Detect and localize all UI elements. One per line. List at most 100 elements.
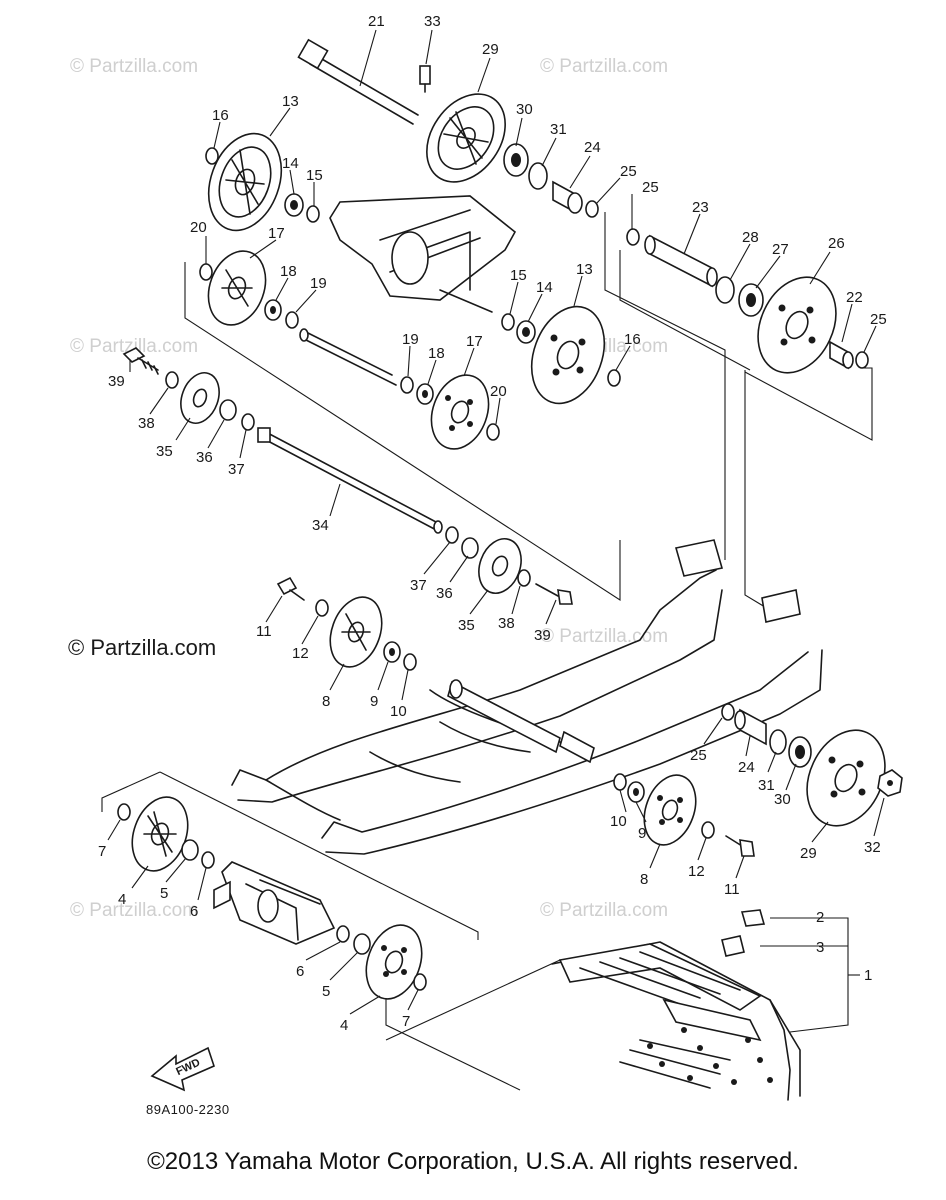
callout-5: 5 <box>160 885 168 902</box>
bearing-14-left <box>284 193 304 217</box>
washer-25-lower <box>721 703 735 721</box>
bolt-11-upper <box>276 576 305 601</box>
wheel-17-right <box>430 374 490 450</box>
callout-13: 13 <box>576 261 593 278</box>
diagram-code: 89A100-2230 <box>146 1102 230 1117</box>
wheel-13-left <box>207 132 283 232</box>
clip-37-left <box>241 413 255 431</box>
callout-23: 23 <box>692 199 709 216</box>
clip-15-right <box>501 313 515 331</box>
clip-20-right <box>486 423 500 441</box>
clip-6-left <box>201 851 215 869</box>
callout-38: 38 <box>498 615 515 632</box>
callout-18: 18 <box>428 345 445 362</box>
callout-28: 28 <box>742 229 759 246</box>
callout-30: 30 <box>516 101 533 118</box>
callout-numbers: 21 33 29 30 31 24 25 25 23 28 27 26 22 2… <box>98 13 887 1034</box>
washer-12-upper <box>315 599 329 617</box>
bolt-39-right <box>535 583 573 605</box>
callout-20: 20 <box>490 383 507 400</box>
nut-32 <box>877 769 903 797</box>
callout-25: 25 <box>690 747 707 764</box>
wheel-26 <box>757 276 837 374</box>
clip-20-left <box>199 263 213 281</box>
clip-16-right <box>607 369 621 387</box>
collar-31-lower <box>769 729 787 755</box>
wheel-17-left <box>207 250 267 326</box>
washer-25-b <box>855 351 869 369</box>
callout-34: 34 <box>312 517 329 534</box>
callout-7: 7 <box>98 843 106 860</box>
clip-37-right <box>445 526 459 544</box>
callout-19: 19 <box>402 331 419 348</box>
bearing-5-left <box>181 839 199 861</box>
bearing-36-left <box>219 399 237 421</box>
callout-36: 36 <box>196 449 213 466</box>
callout-31: 31 <box>758 777 775 794</box>
callout-16: 16 <box>624 331 641 348</box>
reference-lines <box>101 212 873 1091</box>
callout-17: 17 <box>466 333 483 350</box>
callout-11: 11 <box>724 881 740 898</box>
callout-14: 14 <box>282 155 299 172</box>
callout-9: 9 <box>370 693 378 710</box>
bearing-36-right <box>461 537 479 559</box>
wheel-29-lower <box>806 729 886 827</box>
callout-37: 37 <box>228 461 245 478</box>
callout-30: 30 <box>774 791 791 808</box>
watermark: © Partzilla.com <box>70 56 198 77</box>
callout-12: 12 <box>292 645 309 662</box>
clip-19-right <box>400 376 414 394</box>
callout-18: 18 <box>280 263 297 280</box>
wheel-8-lower <box>643 774 697 846</box>
bolt-33 <box>419 65 431 93</box>
callout-25: 25 <box>620 163 637 180</box>
callout-8: 8 <box>640 871 648 888</box>
bearing-9-upper <box>383 641 401 663</box>
wheel-29 <box>426 93 506 183</box>
callout-6: 6 <box>296 963 304 980</box>
wheel-4-right <box>365 924 423 1000</box>
clip-10-lower <box>613 773 627 791</box>
stud-2 <box>740 909 766 927</box>
watermark: © Partzilla.com <box>68 635 216 660</box>
pivot-bracket <box>329 195 517 313</box>
callout-10: 10 <box>390 703 407 720</box>
callout-36: 36 <box>436 585 453 602</box>
callout-17: 17 <box>268 225 285 242</box>
wheel-35-left <box>180 372 220 424</box>
clip-15-left <box>306 205 320 223</box>
callout-29: 29 <box>482 41 499 58</box>
clip-16-left <box>205 147 219 165</box>
collar-28 <box>715 276 735 304</box>
callout-35: 35 <box>458 617 475 634</box>
callout-16: 16 <box>212 107 229 124</box>
bearing-18-left <box>264 299 282 321</box>
callout-24: 24 <box>584 139 601 156</box>
callout-8: 8 <box>322 693 330 710</box>
leader-lines <box>107 29 885 1015</box>
callout-22: 22 <box>846 289 863 306</box>
rear-bracket <box>213 861 336 945</box>
wheel-35-right <box>478 538 522 594</box>
shaft-34 <box>257 427 443 534</box>
collar-31-upper <box>528 162 548 190</box>
watermark: © Partzilla.com <box>540 900 668 921</box>
callout-26: 26 <box>828 235 845 252</box>
clip-7-right <box>413 973 427 991</box>
callout-12: 12 <box>688 863 705 880</box>
stud-3 <box>721 935 745 957</box>
bearing-30-upper <box>503 143 529 177</box>
track <box>551 941 801 1101</box>
spacer-22 <box>829 340 854 370</box>
callout-20: 20 <box>190 219 207 236</box>
pivot-tube <box>447 679 595 764</box>
callout-39: 39 <box>534 627 551 644</box>
bolt-11-lower <box>725 835 755 857</box>
callout-13: 13 <box>282 93 299 110</box>
fwd-arrow-icon: FWD <box>150 1046 215 1092</box>
callout-29: 29 <box>800 845 817 862</box>
callout-15: 15 <box>306 167 323 184</box>
callout-32: 32 <box>864 839 881 856</box>
